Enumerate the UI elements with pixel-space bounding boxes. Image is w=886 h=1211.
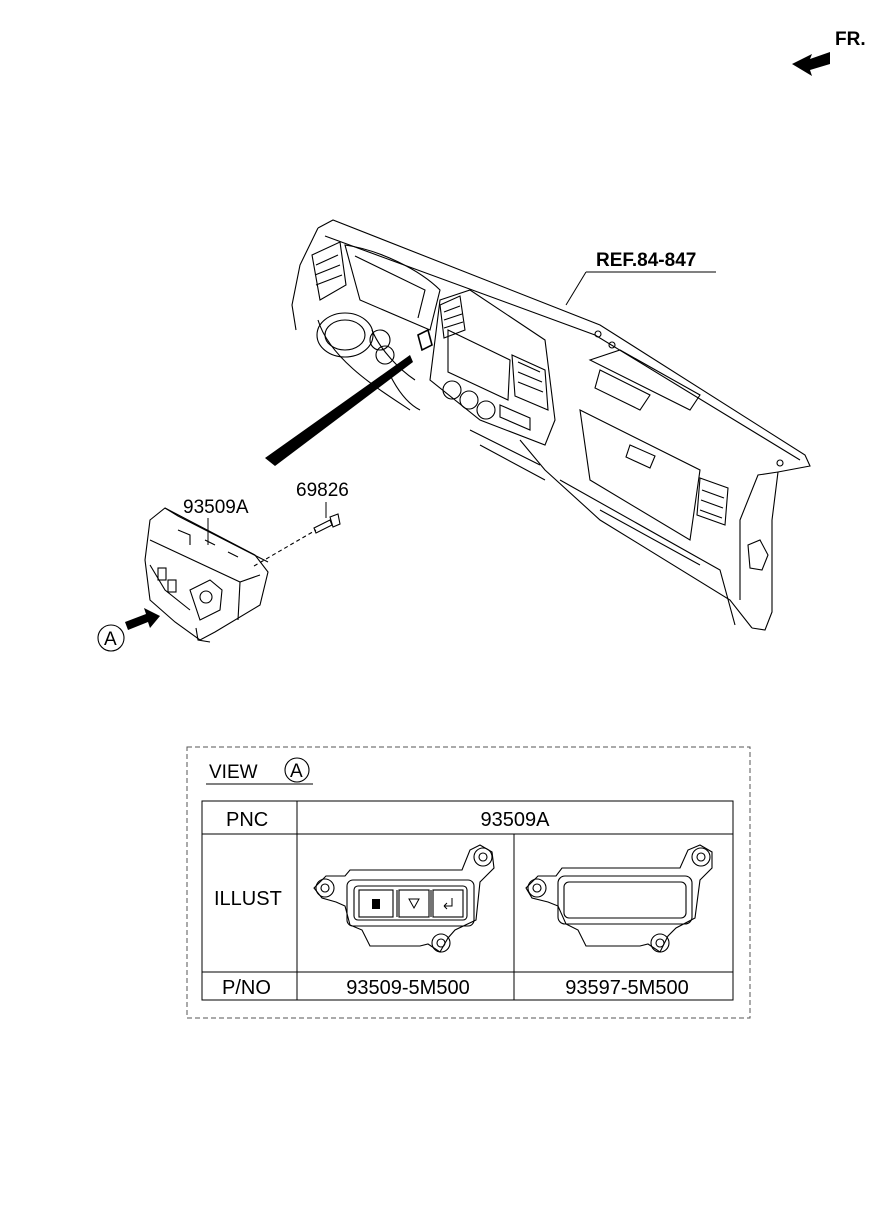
view-direction-arrow-icon bbox=[125, 608, 160, 630]
view-box-marker-icon bbox=[284, 757, 310, 783]
reference-label: REF.84-847 bbox=[596, 250, 696, 271]
table-header-pnc: PNC bbox=[226, 809, 268, 831]
switch-assembly-drawing bbox=[144, 507, 269, 643]
view-a-circle-icon bbox=[97, 624, 125, 652]
part-number-69826-label: 69826 bbox=[296, 480, 349, 501]
view-a-marker: A bbox=[97, 608, 160, 652]
stop-button-icon bbox=[372, 899, 380, 909]
view-a-letter: A bbox=[104, 629, 117, 650]
table-cell-pnc-value: 93509A bbox=[481, 809, 551, 831]
front-arrow-icon bbox=[792, 52, 830, 76]
reference-callout: REF.84-847 bbox=[565, 250, 716, 306]
location-arrow-icon bbox=[265, 355, 413, 466]
parts-table bbox=[201, 800, 734, 1001]
front-label: FR. bbox=[835, 29, 866, 50]
view-box-border bbox=[186, 746, 751, 1019]
down-triangle-icon bbox=[408, 898, 420, 910]
blank-cover-illustration bbox=[525, 844, 713, 953]
return-arrow-icon bbox=[443, 898, 453, 910]
table-header-illust: ILLUST bbox=[214, 888, 282, 910]
table-header-pno: P/NO bbox=[222, 977, 271, 999]
view-box-marker-letter: A bbox=[290, 761, 303, 782]
screw-drawing bbox=[253, 513, 341, 567]
table-cell-part-number-2: 93597-5M500 bbox=[565, 977, 688, 999]
part-number-93509a-label: 93509A bbox=[183, 497, 249, 518]
dashboard-assembly bbox=[291, 219, 811, 631]
view-box-title: VIEW bbox=[209, 762, 258, 783]
table-cell-part-number-1: 93509-5M500 bbox=[346, 977, 469, 999]
switch-illustration-with-buttons bbox=[313, 844, 495, 953]
front-direction-indicator: FR. bbox=[792, 29, 866, 76]
